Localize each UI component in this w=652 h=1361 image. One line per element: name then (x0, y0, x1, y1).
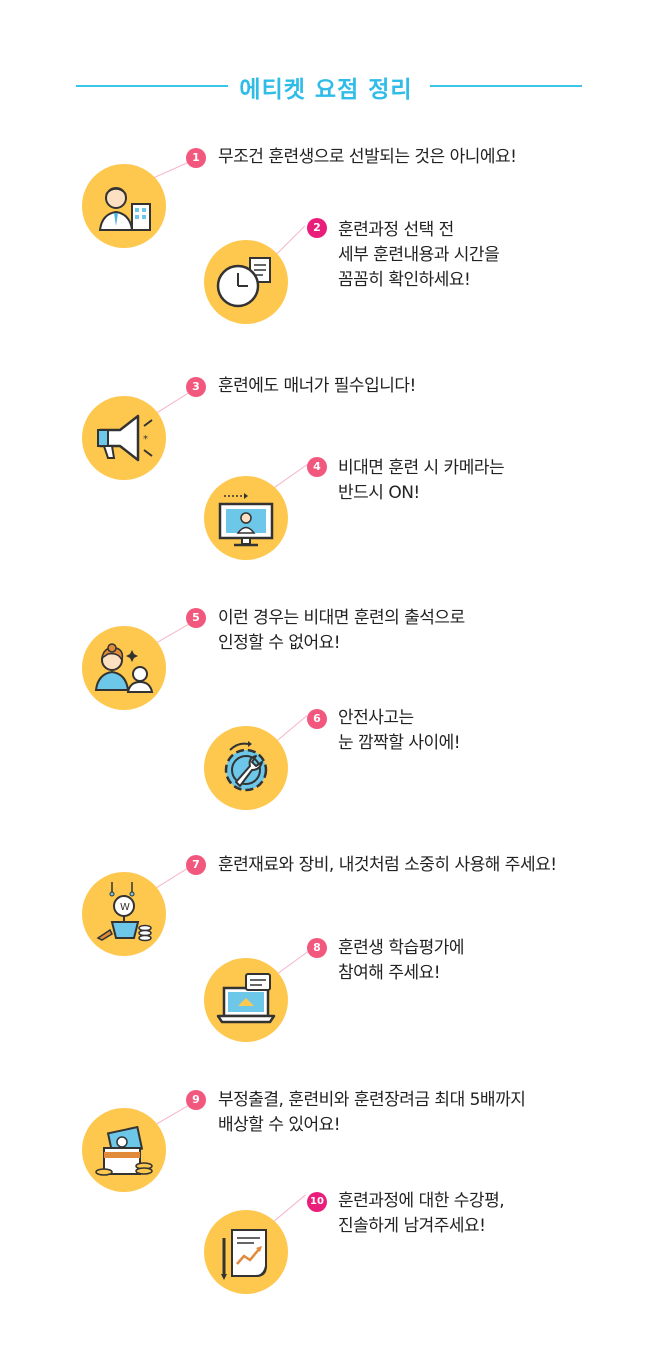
item-text-line: 훈련과정에 대한 수강평, (338, 1191, 505, 1211)
svg-text:*: * (143, 434, 148, 445)
gear-wrench-icon (224, 741, 268, 792)
item-text-line: 눈 깜짝할 사이에! (338, 733, 461, 753)
page-title: 에티켓 요점 정리 (239, 77, 413, 103)
icon-circle (82, 164, 166, 248)
item-text: 안전사고는 눈 깜짝할 사이에! (338, 706, 461, 756)
laptop-with-chat-icon (216, 973, 276, 1024)
item-number-badge: 10 (307, 1192, 327, 1212)
item-text-line: 훈련에도 매너가 필수입니다! (218, 376, 416, 396)
person-with-building-icon (98, 187, 151, 231)
item-text: 이런 경우는 비대면 훈련의 출석으로 인정할 수 없어요! (218, 606, 465, 656)
item-text-line: 진솔하게 남겨주세요! (338, 1216, 486, 1236)
monitor-with-person-icon (218, 493, 274, 547)
item-text: 부정출결, 훈련비와 훈련장려금 최대 5배까지 배상할 수 있어요! (218, 1088, 526, 1138)
item-text: 훈련재료와 장비, 내것처럼 소중히 사용해 주세요! (218, 853, 557, 878)
item-text-line: 부정출결, 훈련비와 훈련장려금 최대 5배까지 (218, 1090, 526, 1110)
item-number-badge: 6 (307, 709, 327, 729)
header-line-right (430, 85, 582, 87)
header-line-left (76, 85, 228, 87)
item-text-line: 안전사고는 (338, 708, 414, 728)
money-envelope-icon (95, 1125, 153, 1176)
item-text-line: 꼼꼼히 확인하세요! (338, 270, 471, 290)
item-text: 훈련에도 매너가 필수입니다! (218, 374, 416, 399)
icon-circle (204, 240, 288, 324)
item-number-badge: 9 (186, 1090, 206, 1110)
plant-with-coins-icon: W (96, 882, 152, 942)
icon-circle (204, 476, 288, 560)
item-text-line: 반드시 ON! (338, 483, 420, 503)
item-text: 무조건 훈련생으로 선발되는 것은 아니에요! (218, 145, 517, 170)
svg-text:W: W (120, 902, 130, 913)
megaphone-icon: * (97, 414, 153, 462)
item-text: 훈련과정 선택 전 세부 훈련내용과 시간을 꼼꼼히 확인하세요! (338, 218, 500, 293)
item-text-line: 무조건 훈련생으로 선발되는 것은 아니에요! (218, 147, 517, 167)
icon-circle (82, 1108, 166, 1192)
item-text: 훈련생 학습평가에 참여해 주세요! (338, 936, 465, 986)
item-text: 비대면 훈련 시 카메라는 반드시 ON! (338, 456, 505, 506)
item-text-line: 세부 훈련내용과 시간을 (338, 245, 500, 265)
item-text: 훈련과정에 대한 수강평, 진솔하게 남겨주세요! (338, 1189, 505, 1239)
icon-circle (204, 958, 288, 1042)
document-with-chart-icon (221, 1229, 267, 1280)
item-text-line: 훈련생 학습평가에 (338, 938, 465, 958)
item-text-line: 훈련재료와 장비, 내것처럼 소중히 사용해 주세요! (218, 855, 557, 875)
item-number-badge: 5 (186, 608, 206, 628)
item-text-line: 훈련과정 선택 전 (338, 220, 454, 240)
item-number-badge: 1 (186, 148, 206, 168)
icon-circle: W (82, 872, 166, 956)
item-number-badge: 8 (307, 938, 327, 958)
clock-with-document-icon (216, 257, 271, 308)
item-text-line: 이런 경우는 비대면 훈련의 출석으로 (218, 608, 465, 628)
item-text-line: 배상할 수 있어요! (218, 1115, 341, 1135)
item-text-line: 참여해 주세요! (338, 963, 441, 983)
icon-circle (204, 726, 288, 810)
item-number-badge: 2 (307, 218, 327, 238)
icon-circle (204, 1210, 288, 1294)
item-text-line: 인정할 수 없어요! (218, 633, 341, 653)
item-number-badge: 4 (307, 457, 327, 477)
item-number-badge: 7 (186, 855, 206, 875)
item-text-line: 비대면 훈련 시 카메라는 (338, 458, 505, 478)
icon-circle: * (82, 396, 166, 480)
item-number-badge: 3 (186, 377, 206, 397)
two-people-icon (94, 643, 154, 693)
icon-circle (82, 626, 166, 710)
